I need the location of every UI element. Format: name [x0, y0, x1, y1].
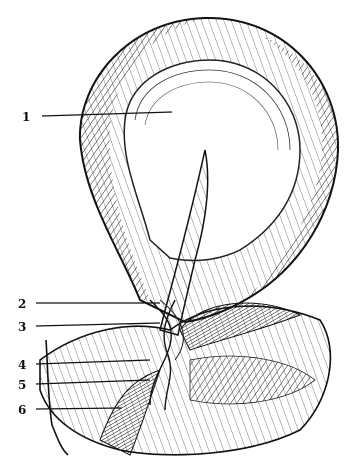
base-tissue	[40, 303, 330, 455]
label-4: 4	[18, 358, 26, 372]
label-3: 3	[18, 320, 26, 334]
label-6: 6	[18, 403, 26, 417]
labels: 1 2 3 4 5 6	[18, 110, 30, 417]
label-5: 5	[18, 378, 26, 392]
label-2: 2	[18, 297, 26, 311]
label-1: 1	[22, 110, 30, 124]
